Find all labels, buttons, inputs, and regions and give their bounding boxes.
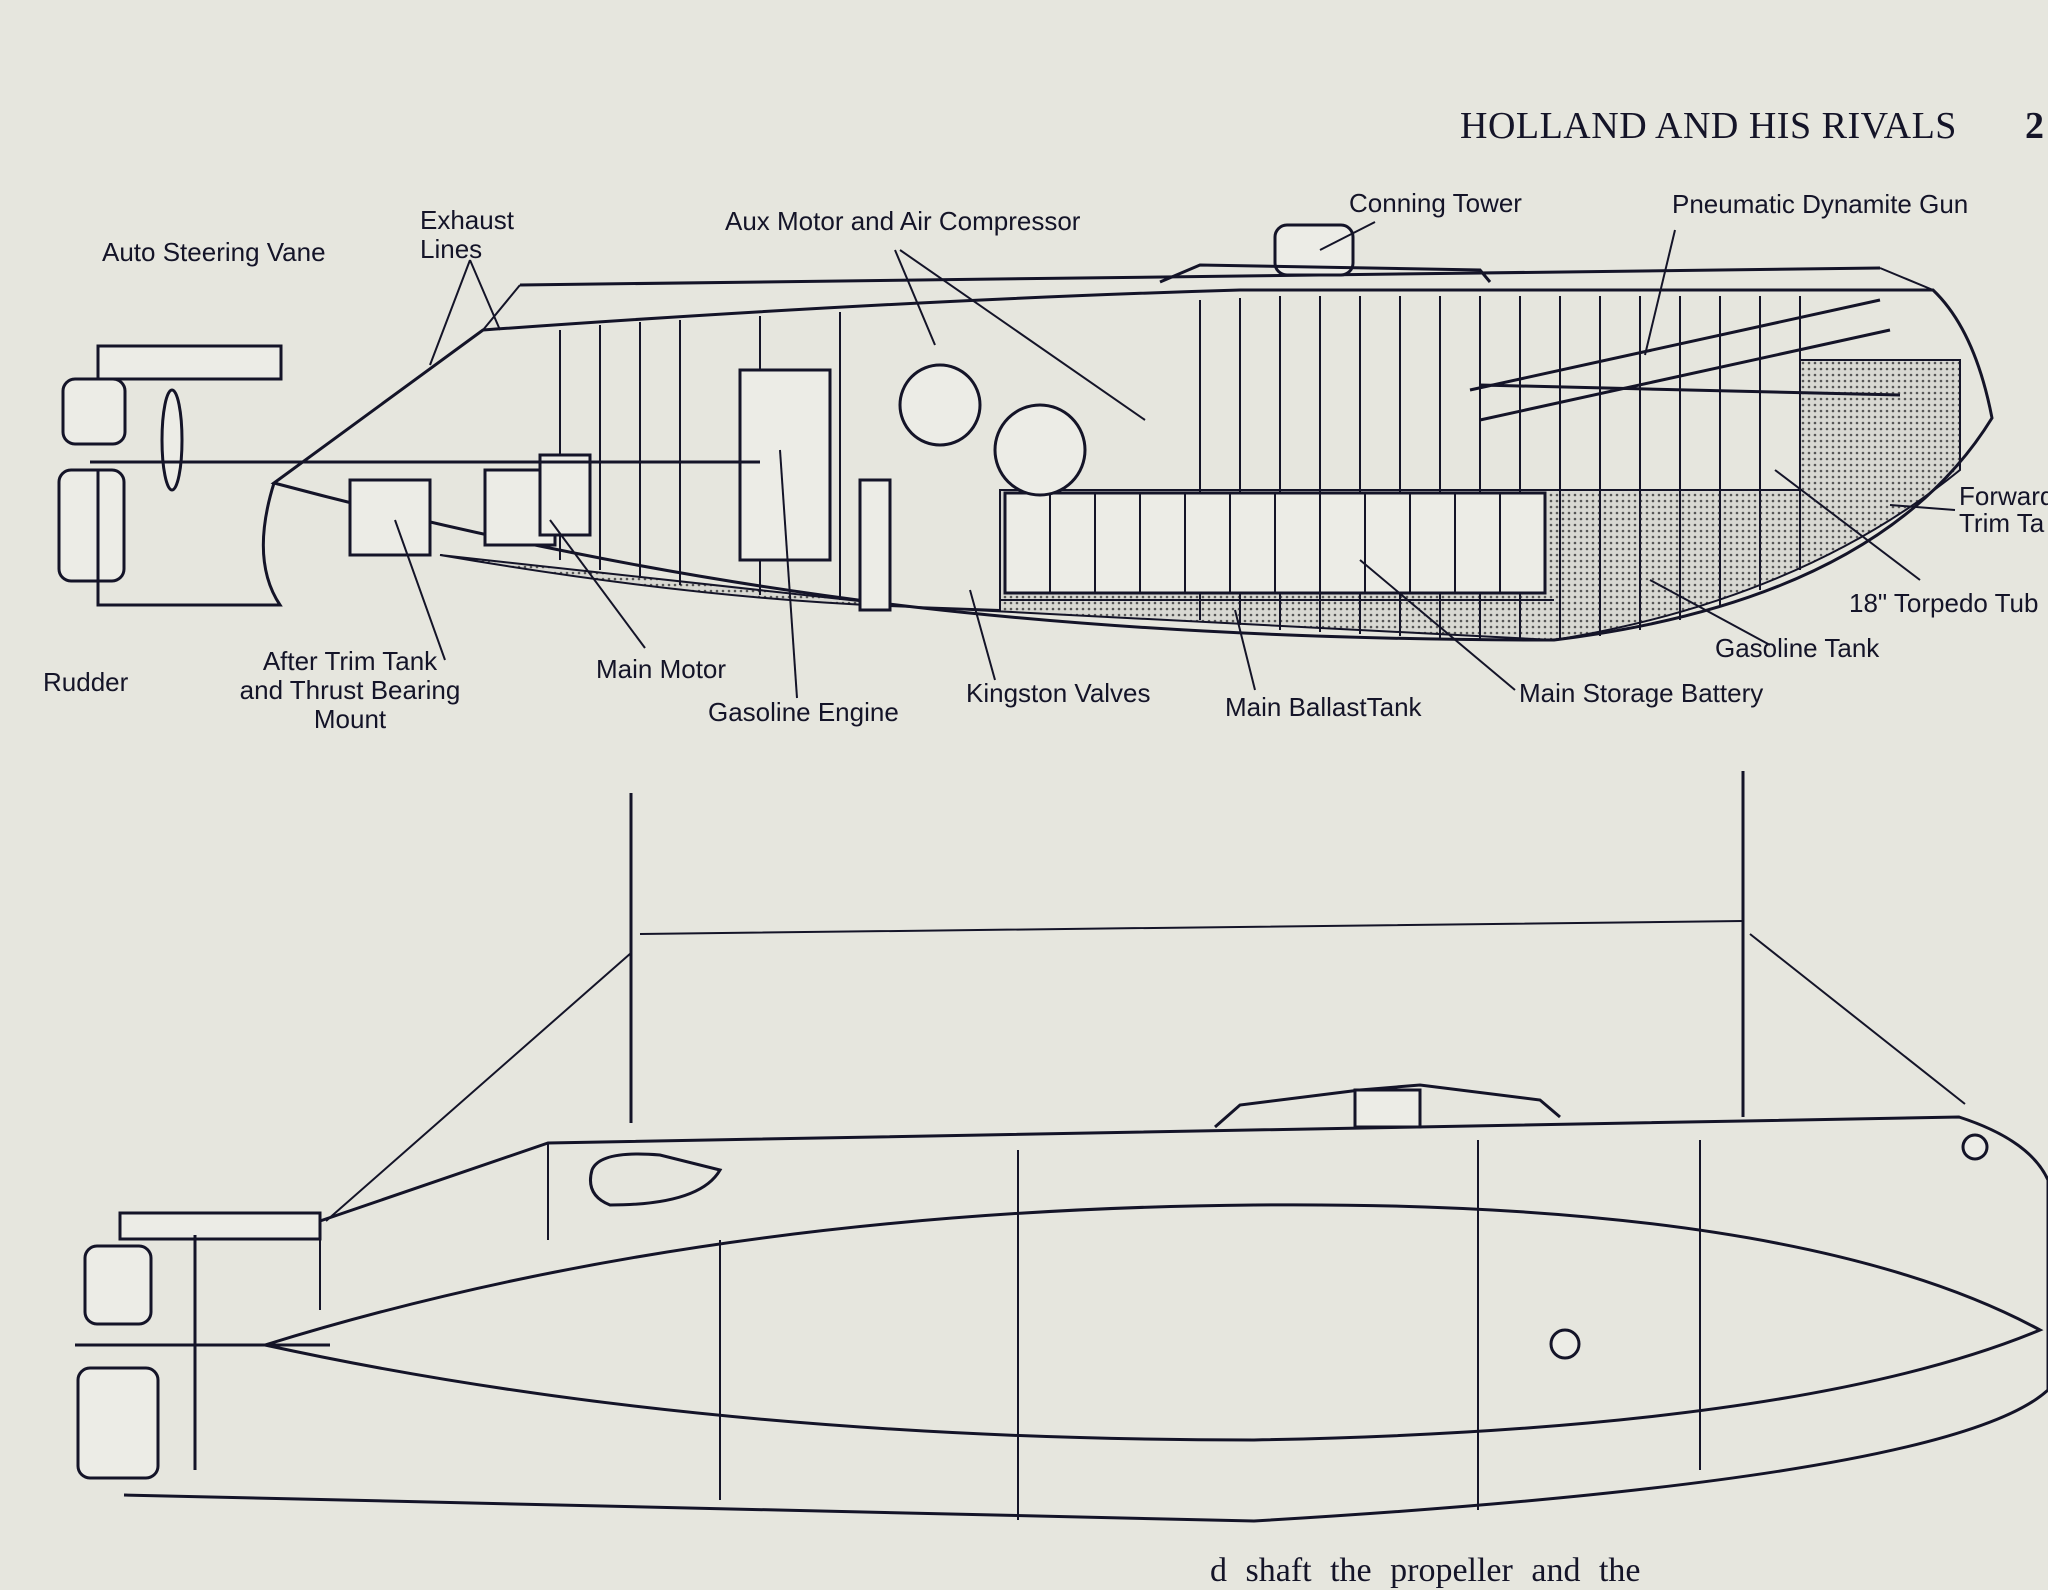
- label-after-trim-tank-2: and Thrust Bearing: [239, 675, 461, 705]
- profile-submarine: [75, 771, 2048, 1523]
- profile-hull: [123, 1115, 2048, 1523]
- label-storage-battery: Main Storage Battery: [1519, 678, 1764, 708]
- label-main-motor: Main Motor: [596, 654, 727, 684]
- label-kingston-valves: Kingston Valves: [966, 678, 1151, 708]
- profile-conning-tower: [1353, 1088, 1422, 1129]
- machinery: [160, 363, 1087, 612]
- deck-line: [519, 266, 1881, 287]
- label-exhaust-lines-2: Lines: [420, 234, 483, 264]
- porthole: [1549, 1328, 1581, 1360]
- conning-tower-fairing: [1214, 1083, 1561, 1129]
- label-gasoline-tank: Gasoline Tank: [1715, 633, 1880, 663]
- label-torpedo-tube: 18" Torpedo Tub: [1849, 588, 2039, 618]
- dynamite-gun: [1469, 298, 1901, 422]
- label-after-trim-tank-1: After Trim Tank: [262, 646, 438, 676]
- label-rudder: Rudder: [43, 667, 129, 697]
- masts: [629, 771, 1745, 1123]
- label-gasoline-engine: Gasoline Engine: [708, 697, 899, 727]
- hull-opening: [589, 1152, 723, 1207]
- cutaway-submarine: [57, 223, 1994, 642]
- stern-rudder: [57, 344, 283, 607]
- label-exhaust-lines-1: Exhaust: [420, 205, 514, 235]
- label-conning-tower: Conning Tower: [1349, 188, 1522, 218]
- body-text-fragment: d shaft the propeller and the: [1210, 1552, 1641, 1589]
- label-auto-steering-vane: Auto Steering Vane: [102, 237, 326, 267]
- label-aux-motor: Aux Motor and Air Compressor: [725, 206, 1081, 236]
- label-ballast-tank: Main BallastTank: [1225, 692, 1422, 722]
- running-title: HOLLAND AND HIS RIVALS: [1460, 105, 1957, 147]
- label-forward-trim-tank-1: Forward: [1959, 481, 2048, 511]
- page-number: 2: [2025, 105, 2045, 147]
- profile-stern: [75, 1211, 330, 1480]
- cutaway-hull: [270, 288, 1994, 642]
- rigging-wires: [325, 920, 1966, 1222]
- label-forward-trim-tank-2: Trim Ta: [1959, 508, 2045, 538]
- pressure-hull: [259, 1203, 2044, 1442]
- conning-tower: [1273, 223, 1355, 277]
- leader-lines: [394, 221, 1956, 699]
- label-dynamite-gun: Pneumatic Dynamite Gun: [1672, 189, 1969, 219]
- label-after-trim-tank-3: Mount: [313, 704, 387, 734]
- storage-battery-cells: [1003, 491, 1547, 595]
